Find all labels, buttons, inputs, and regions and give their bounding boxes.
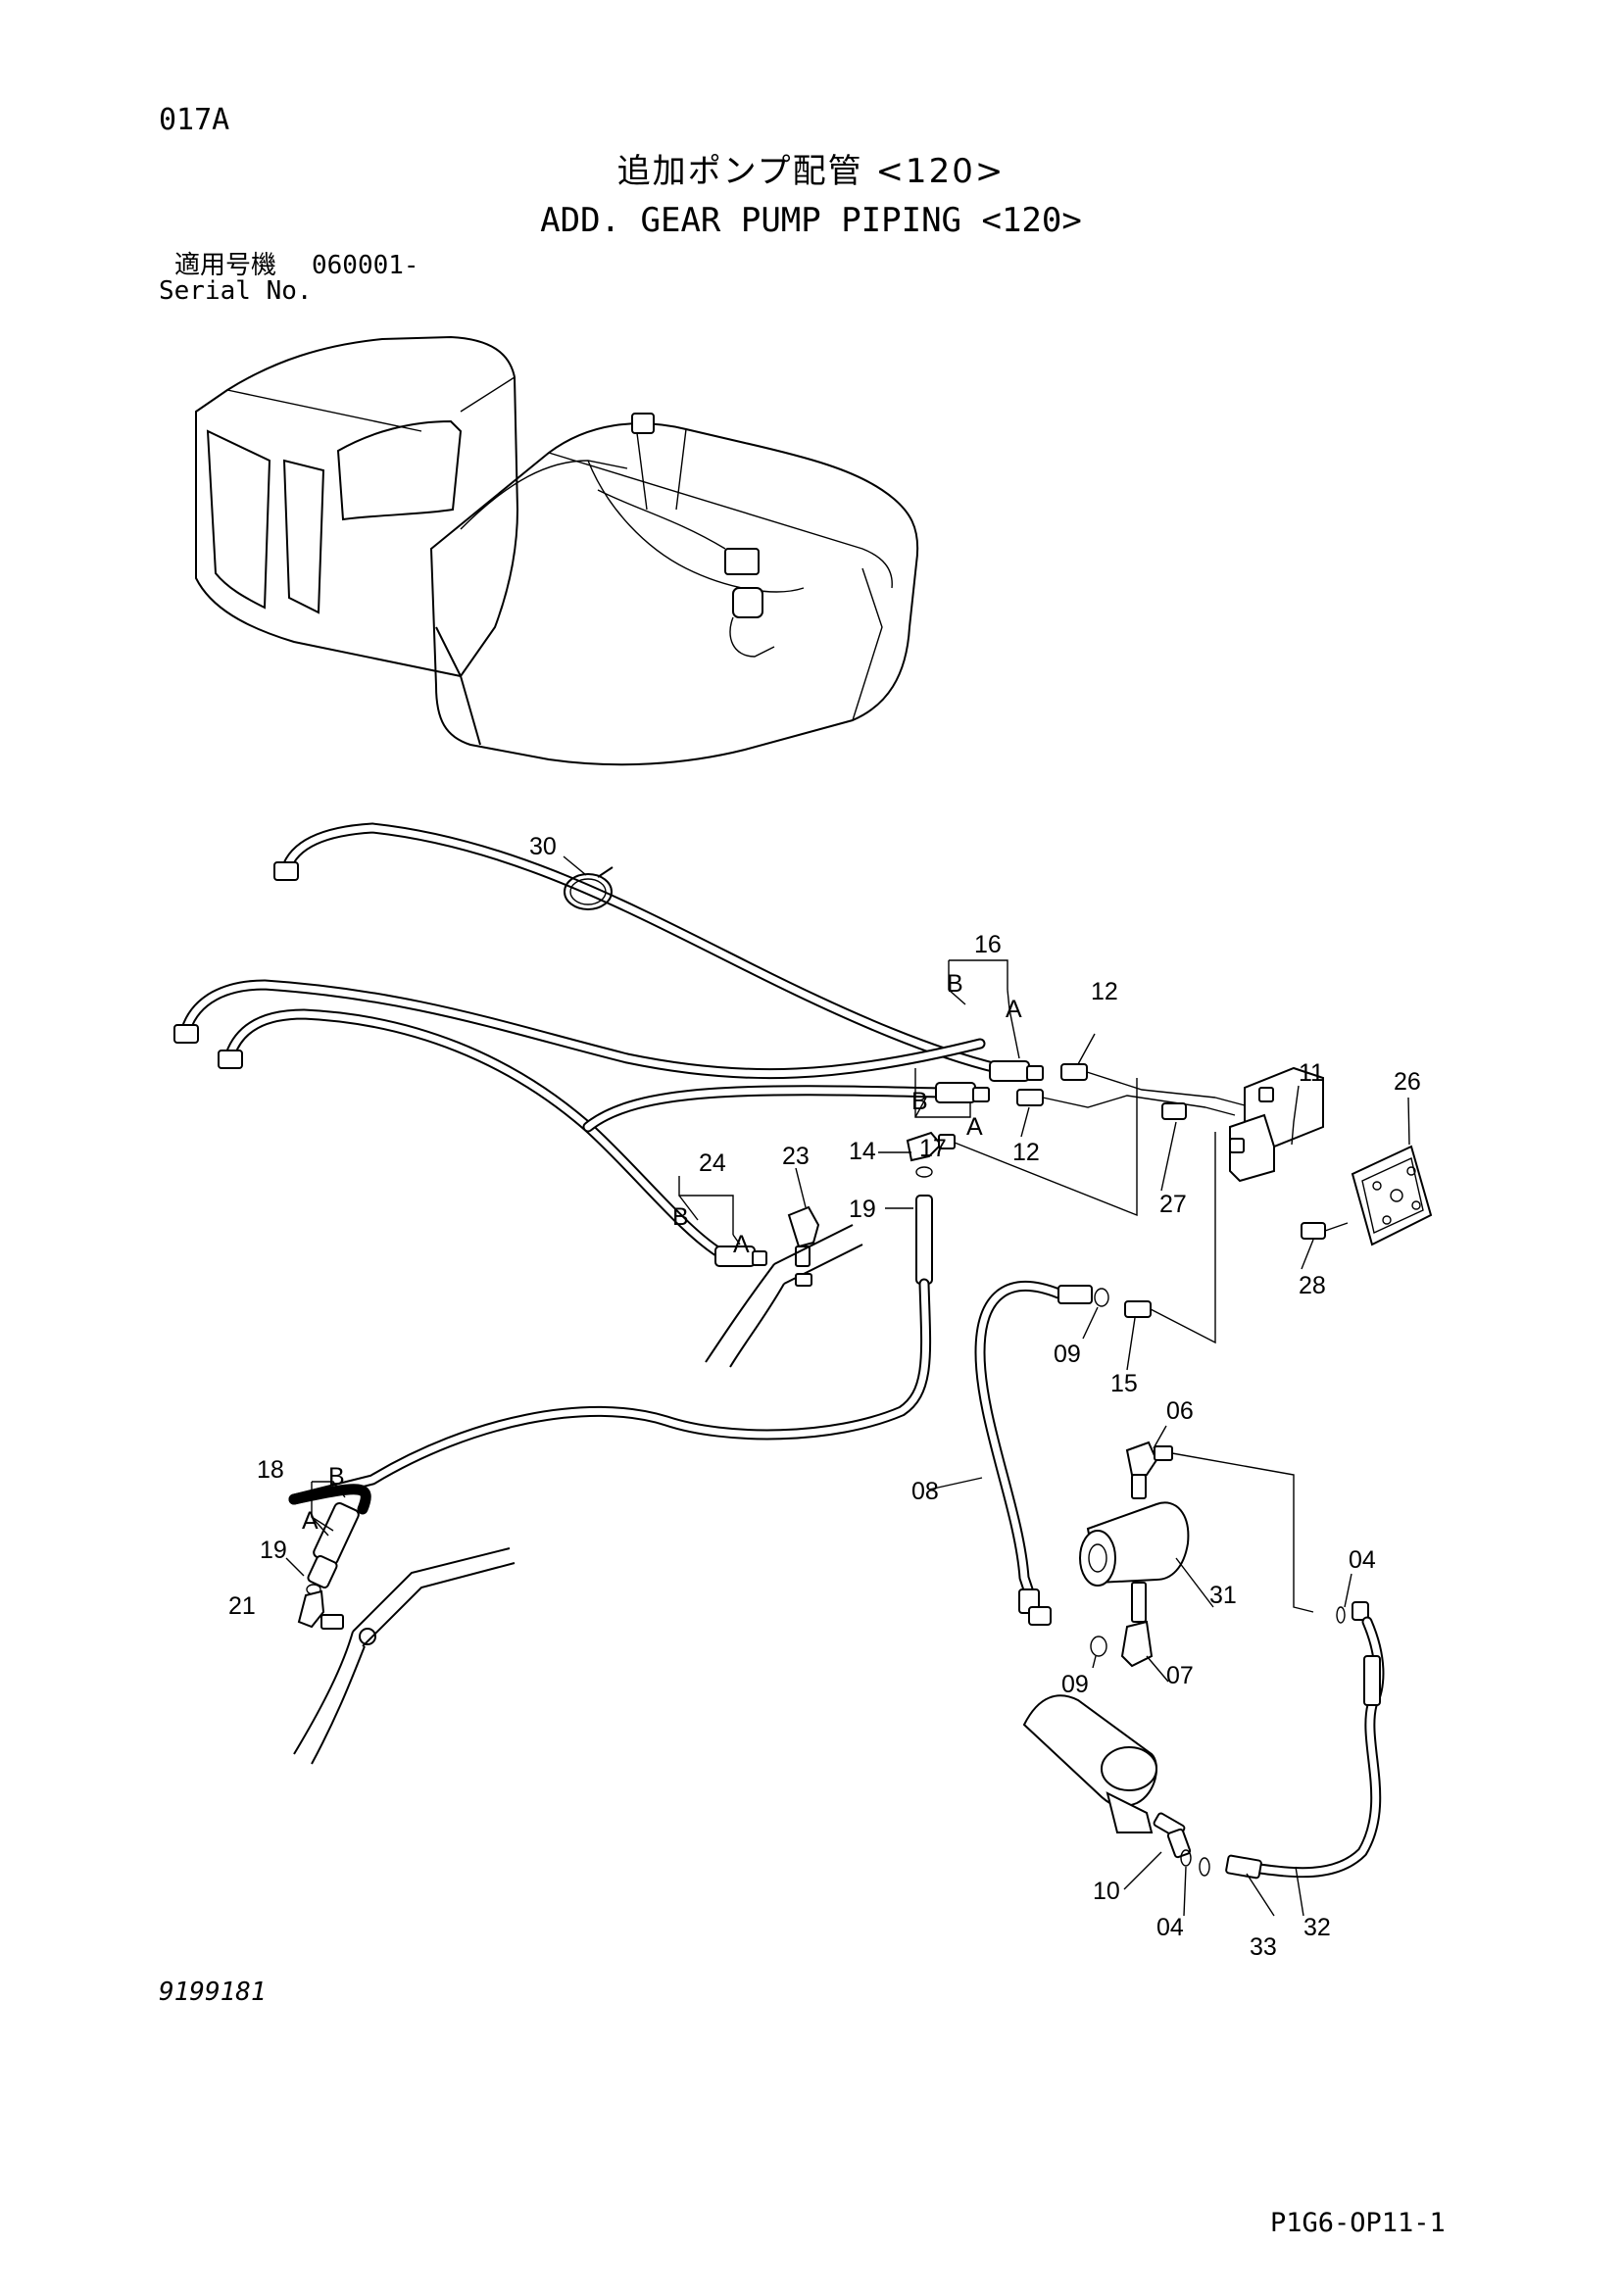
cab-window-door xyxy=(282,459,325,614)
hose-32 xyxy=(1199,1601,1385,1880)
upperstructure-outline xyxy=(429,422,919,766)
callout-33: 33 xyxy=(1250,1933,1277,1961)
callout-24-b: B xyxy=(672,1203,689,1231)
leader-lines xyxy=(285,855,1410,1917)
tank-fitting-10 xyxy=(1022,1694,1192,1867)
callout-11: 11 xyxy=(1299,1059,1324,1087)
hose-18-end xyxy=(288,1484,516,1765)
mounting-plate-26 xyxy=(1351,1145,1433,1246)
callout-18: 18 xyxy=(257,1456,284,1484)
callout-14: 14 xyxy=(849,1138,876,1165)
callout-06: 06 xyxy=(1166,1397,1194,1425)
callout-23: 23 xyxy=(782,1143,810,1170)
callout-16-a: A xyxy=(1006,996,1022,1023)
serial-label-japanese: 適用号機 xyxy=(174,251,277,280)
callout-04-upper: 04 xyxy=(1349,1546,1376,1574)
gear-pump-31 xyxy=(1079,1441,1314,1668)
hose-end-nut xyxy=(173,1024,199,1044)
callout-04-lower: 04 xyxy=(1156,1914,1184,1941)
callout-18-b: B xyxy=(328,1463,345,1490)
callout-12-lower: 12 xyxy=(1012,1139,1040,1166)
adapter-12-lower xyxy=(1016,1089,1044,1106)
hose-end-nut xyxy=(218,1050,243,1069)
fitting-27 xyxy=(1161,1102,1187,1120)
callout-19-lower: 19 xyxy=(260,1537,287,1564)
hose-end-nut xyxy=(273,861,299,881)
title-japanese: 追加ポンプ配管 <120> xyxy=(616,152,1006,191)
callout-12-upper: 12 xyxy=(1091,978,1118,1005)
drawing-number: 9199181 xyxy=(159,1978,267,2007)
hose-08 xyxy=(974,1281,1109,1626)
adapter-12-upper xyxy=(1060,1063,1088,1081)
callout-labels: 30 16 B A 12 12 11 26 B A 17 24 B A 23 1… xyxy=(228,833,1421,1961)
callout-15: 15 xyxy=(1110,1370,1138,1397)
fitting-15 xyxy=(1124,1300,1152,1318)
elbow-14-hose xyxy=(288,1078,1138,1505)
valve-block-11 xyxy=(1204,1066,1324,1183)
serial-value: 060001- xyxy=(312,251,419,280)
overview-valve-block xyxy=(724,548,760,575)
callout-19-upper: 19 xyxy=(849,1196,876,1223)
callout-24: 24 xyxy=(699,1149,726,1177)
clamp-30 xyxy=(564,866,614,910)
callout-16-b: B xyxy=(947,970,963,998)
callout-18-a: A xyxy=(302,1507,319,1535)
callout-32: 32 xyxy=(1303,1914,1331,1941)
page-code: 017A xyxy=(159,103,230,137)
callout-31: 31 xyxy=(1209,1582,1237,1609)
callout-08: 08 xyxy=(911,1478,939,1505)
hose-16-fitting xyxy=(989,1060,1030,1082)
fitting-28 xyxy=(1301,1222,1326,1240)
callout-07: 07 xyxy=(1166,1662,1194,1689)
cab-window-side xyxy=(336,419,463,521)
callout-10: 10 xyxy=(1093,1878,1120,1905)
hose-17-fitting xyxy=(935,1082,976,1103)
excavator-overview xyxy=(195,335,919,766)
elbow-23 xyxy=(705,1205,863,1368)
callout-09-upper: 09 xyxy=(1054,1341,1081,1368)
callout-17-a: A xyxy=(966,1113,983,1141)
callout-26: 26 xyxy=(1394,1068,1421,1096)
overview-pump xyxy=(732,587,763,618)
callout-16: 16 xyxy=(974,931,1002,958)
callout-24-a: A xyxy=(733,1231,750,1258)
callout-17: 17 xyxy=(919,1135,947,1162)
serial-label-english: Serial No. xyxy=(159,276,313,306)
cab-outline xyxy=(195,335,519,678)
hose-assemblies xyxy=(173,822,1044,1267)
callout-27: 27 xyxy=(1159,1191,1187,1218)
title-english: ADD. GEAR PUMP PIPING <120> xyxy=(540,201,1082,240)
cab-window-front xyxy=(206,429,271,610)
sheet-reference: P1G6-OP11-1 xyxy=(1270,2208,1446,2238)
callout-21: 21 xyxy=(228,1592,256,1620)
callout-09-lower: 09 xyxy=(1061,1671,1089,1698)
callout-28: 28 xyxy=(1299,1272,1326,1299)
callout-30: 30 xyxy=(529,833,557,860)
callout-17-b: B xyxy=(911,1088,928,1115)
